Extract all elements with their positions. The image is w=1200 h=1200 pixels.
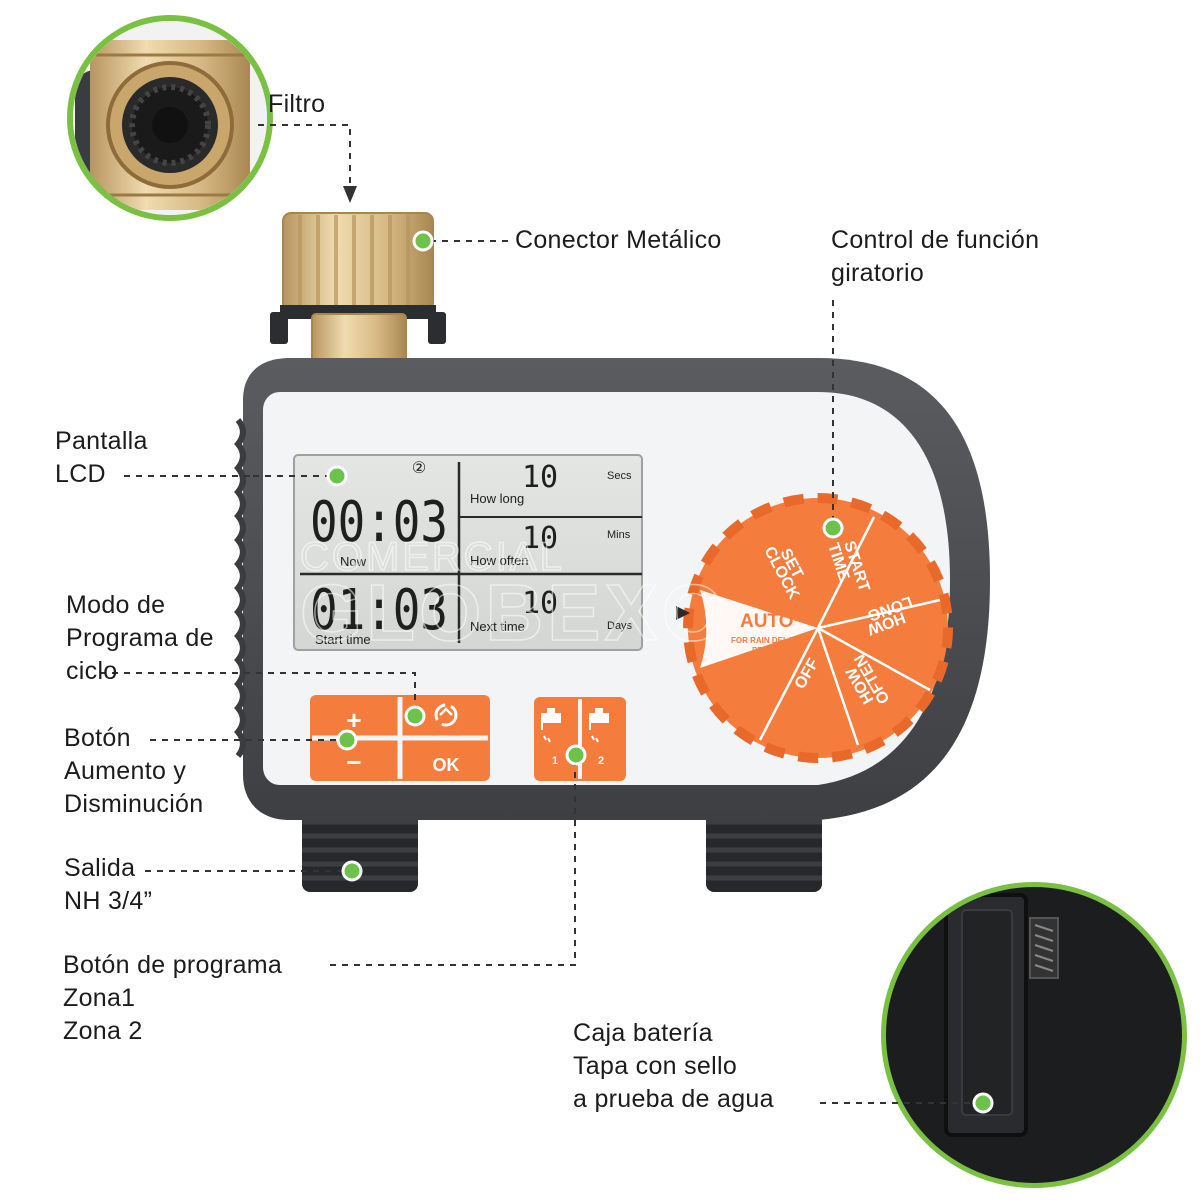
outlet-left: [302, 808, 418, 892]
lcd-zone-marker: ②: [412, 458, 426, 477]
label-programa-line3: Zona 2: [63, 1017, 143, 1045]
label-modo: Modo de Programa de ciclo: [66, 589, 214, 688]
zone2-tap-icon[interactable]: [589, 708, 609, 743]
ok-button[interactable]: OK: [433, 755, 460, 775]
label-salida-line1: Salida: [64, 854, 136, 882]
label-caja: Caja batería Tapa con sello a prueba de …: [573, 1017, 774, 1116]
label-control-line1: Control de función: [831, 226, 1040, 254]
lcd-start-time: 01:03: [310, 578, 448, 643]
filter-arrow: [343, 186, 357, 203]
label-boton-line2: Aumento y: [64, 757, 187, 785]
label-modo-line2: Programa de: [66, 624, 214, 652]
label-modo-line1: Modo de: [66, 591, 166, 619]
label-pantalla-line2: LCD: [55, 460, 106, 488]
label-boton: Botón Aumento y Disminución: [64, 722, 203, 821]
lcd-how-long-value: 10: [522, 460, 558, 495]
label-control: Control de función giratorio: [831, 224, 1039, 290]
lcd-how-long-unit: Secs: [607, 470, 632, 482]
dial-auto-sub2: PRESS +: [752, 646, 786, 655]
filter-inset: [67, 15, 273, 221]
label-caja-line2: Tapa con sello: [573, 1052, 738, 1080]
label-salida: Salida NH 3/4”: [64, 852, 152, 918]
zone2-label: 2: [598, 755, 604, 767]
lcd-how-often-unit: Mins: [607, 529, 631, 541]
label-programa: Botón de programa Zona1 Zona 2: [63, 949, 282, 1048]
label-salida-line2: NH 3/4”: [64, 887, 153, 915]
zone1-label: 1: [552, 755, 558, 767]
lcd-next-time-value: 10: [522, 586, 558, 621]
label-boton-line1: Botón: [64, 724, 131, 752]
watermark-line2: GLOBEXO: [300, 568, 728, 657]
dial-auto: AUTO: [740, 611, 793, 632]
watermark-line1: COMERCIAL: [300, 535, 565, 579]
label-boton-line3: Disminución: [64, 790, 204, 818]
lcd-how-often-label: How often: [470, 553, 529, 568]
label-caja-line1: Caja batería: [573, 1019, 713, 1047]
metal-connector: [270, 212, 446, 367]
lcd-next-time-unit: Days: [607, 620, 633, 632]
lcd-now-label: Now: [340, 554, 367, 569]
label-pantalla-line1: Pantalla: [55, 427, 148, 455]
label-control-line2: giratorio: [831, 259, 925, 287]
battery-cover-inset: [881, 882, 1187, 1188]
label-caja-line3: a prueba de agua: [573, 1085, 774, 1113]
label-programa-line2: Zona1: [63, 984, 136, 1012]
lcd-screen: [293, 454, 643, 651]
label-conector: Conector Metálico: [515, 226, 722, 254]
minus-button[interactable]: −: [346, 747, 361, 777]
outlet-right: [706, 808, 822, 892]
lcd-start-label: Start time: [315, 632, 371, 647]
dial-auto-sub1: FOR RAIN DELAY: [731, 636, 799, 645]
label-modo-line3: ciclo: [66, 657, 118, 685]
lcd-how-often-value: 10: [522, 521, 558, 556]
rotary-dial: [676, 493, 953, 763]
label-filtro: Filtro: [268, 90, 326, 118]
lcd-how-long-label: How long: [470, 491, 524, 506]
cycle-mode-icon[interactable]: [434, 703, 458, 727]
label-pantalla: Pantalla LCD: [55, 425, 148, 491]
marker-dots: [326, 230, 994, 1114]
label-programa-line1: Botón de programa: [63, 951, 283, 979]
zone1-tap-icon[interactable]: [541, 708, 561, 743]
plus-button[interactable]: +: [346, 705, 361, 735]
lcd-now-time: 00:03: [310, 490, 448, 555]
lcd-next-time-label: Next time: [470, 619, 525, 634]
leader-lines: [100, 124, 983, 1104]
